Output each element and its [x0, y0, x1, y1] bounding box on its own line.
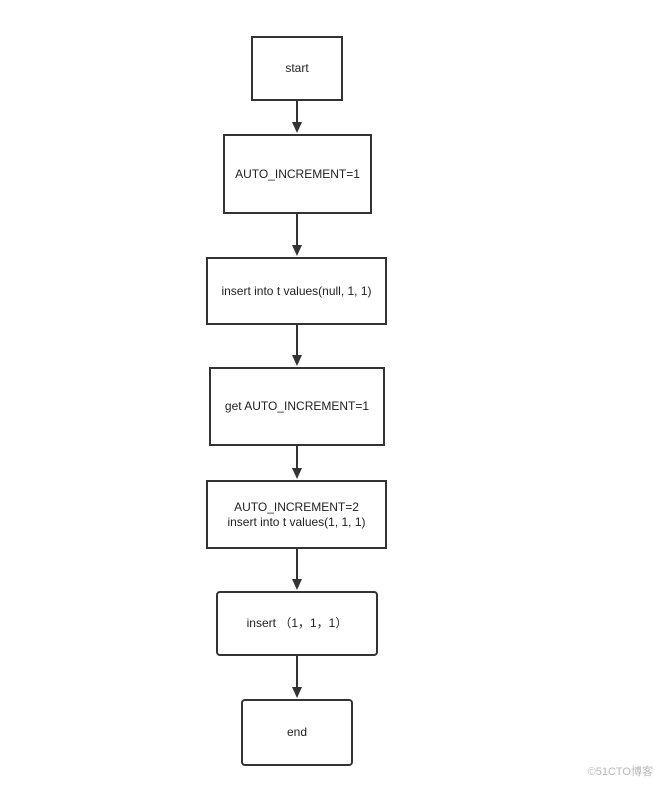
end-label: end [286, 725, 308, 739]
watermark: ©51CTO博客 [587, 766, 653, 778]
insert-result-label: insert （1，1，1） [246, 616, 348, 630]
insert-null-label: insert into t values(null, 1, 1) [221, 283, 372, 298]
start-node: start [251, 36, 343, 101]
arrowhead-end [292, 687, 302, 698]
get-auto-increment-label: get AUTO_INCREMENT=1 [224, 399, 370, 413]
auto-increment-1-node: AUTO_INCREMENT=1 [223, 134, 372, 214]
arrowhead-auto2 [292, 468, 302, 479]
insert-null-node: insert into t values(null, 1, 1) [206, 257, 387, 325]
arrowhead-result [292, 579, 302, 590]
insert-result-node: insert （1，1，1） [216, 591, 378, 656]
end-node: end [241, 699, 353, 766]
auto-increment-1-label: AUTO_INCREMENT=1 [235, 166, 360, 181]
arrowhead-insert [292, 245, 302, 256]
arrowhead-get [292, 355, 302, 366]
get-auto-increment-node: get AUTO_INCREMENT=1 [209, 367, 385, 446]
auto-increment-2-label: AUTO_INCREMENT=2 [234, 499, 359, 514]
arrowhead-auto1 [292, 122, 302, 133]
start-label: start [285, 61, 309, 75]
insert-values-label: insert into t values(1, 1, 1) [227, 514, 366, 529]
auto-increment-2-node: AUTO_INCREMENT=2 insert into t values(1,… [206, 480, 387, 549]
